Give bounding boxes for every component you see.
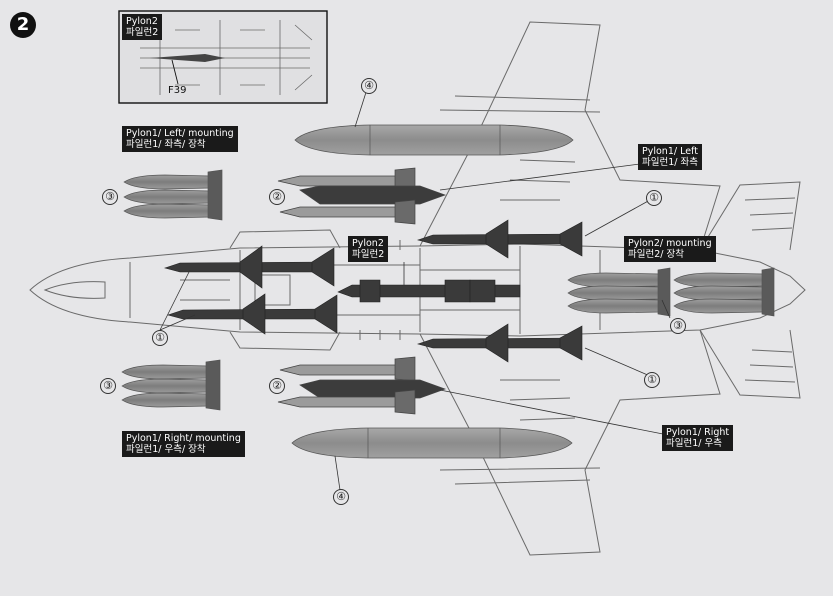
label-pylon1-right-mounting-kr: 파일런1/ 우측/ 장착: [126, 444, 206, 455]
callout-2-upper: ②: [269, 189, 285, 205]
drop-tank-upper: [294, 124, 574, 156]
upper-wing-panel: [439, 95, 601, 113]
inset-title-kr: 파일런2: [126, 27, 159, 38]
label-pylon2-mounting: Pylon2/ mounting 파일런2/ 장착: [624, 236, 716, 262]
intake-upper: [229, 229, 341, 249]
label-pylon1-left-en: Pylon1/ Left: [642, 146, 698, 157]
missile-1d: [416, 323, 583, 363]
fuselage-outline: [29, 243, 806, 337]
callout-1-left: ①: [152, 330, 168, 346]
callout-2-lower: ②: [269, 378, 285, 394]
label-pylon1-right: Pylon1/ Right 파일런1/ 우측: [662, 425, 734, 451]
label-pylon2-mounting-kr: 파일런2/ 장착: [628, 249, 684, 260]
callout-3-upper-left: ③: [102, 189, 118, 205]
missile-1b: [166, 293, 338, 335]
label-pylon1-left-mounting: Pylon1/ Left/ mounting 파일런1/ 좌측/ 장착: [122, 126, 238, 152]
label-pylon1-right-kr: 파일런1/ 우측: [666, 438, 722, 449]
inset-pylon: [150, 54, 225, 62]
intake-lower: [229, 331, 341, 351]
label-pylon1-right-mounting: Pylon1/ Right/ mounting 파일런1/ 우측/ 장착: [122, 431, 245, 457]
center-store: [337, 279, 521, 303]
leader-lines: [159, 85, 671, 491]
label-pylon2-center: Pylon2 파일런2: [348, 236, 389, 262]
bomb-cluster-right: [567, 267, 775, 317]
label-pylon2-center-kr: 파일런2: [352, 249, 385, 260]
inset-title-label: Pylon2 파일런2: [122, 14, 163, 40]
callout-4-upper: ④: [361, 78, 377, 94]
callout-3-right: ③: [670, 318, 686, 334]
missile-1c: [416, 219, 583, 259]
step-number-badge: 2: [10, 12, 36, 38]
label-pylon1-right-en: Pylon1/ Right: [666, 427, 730, 438]
missile-rack-upper: [277, 167, 447, 225]
inset-title-en: Pylon2: [126, 16, 158, 27]
label-pylon1-left-mounting-en: Pylon1/ Left/ mounting: [126, 128, 234, 139]
missile-1a: [163, 245, 335, 289]
label-pylon1-right-mounting-en: Pylon1/ Right/ mounting: [126, 433, 241, 444]
missile-rack-lower: [277, 356, 447, 415]
callout-1-lower-right: ①: [644, 372, 660, 388]
bomb-cluster-lower-left: [121, 359, 221, 411]
lower-wing-panel: [439, 467, 601, 485]
tail-upper-outline: [699, 181, 801, 251]
bomb-cluster-upper-left: [123, 169, 223, 221]
callout-1-upper-right: ①: [646, 190, 662, 206]
label-pylon1-left-kr: 파일런1/ 좌측: [642, 157, 698, 168]
drop-tank-lower: [291, 427, 573, 459]
label-pylon2-center-en: Pylon2: [352, 238, 384, 249]
label-pylon1-left-mounting-kr: 파일런1/ 좌측/ 장착: [126, 139, 206, 150]
callout-3-lower-left: ③: [100, 378, 116, 394]
label-pylon1-left: Pylon1/ Left 파일런1/ 좌측: [638, 144, 702, 170]
inset-part-number: F39: [168, 85, 187, 96]
callout-4-lower: ④: [333, 489, 349, 505]
canopy-outline: [43, 281, 106, 299]
tail-lower-outline: [699, 329, 801, 399]
label-pylon2-mounting-en: Pylon2/ mounting: [628, 238, 712, 249]
